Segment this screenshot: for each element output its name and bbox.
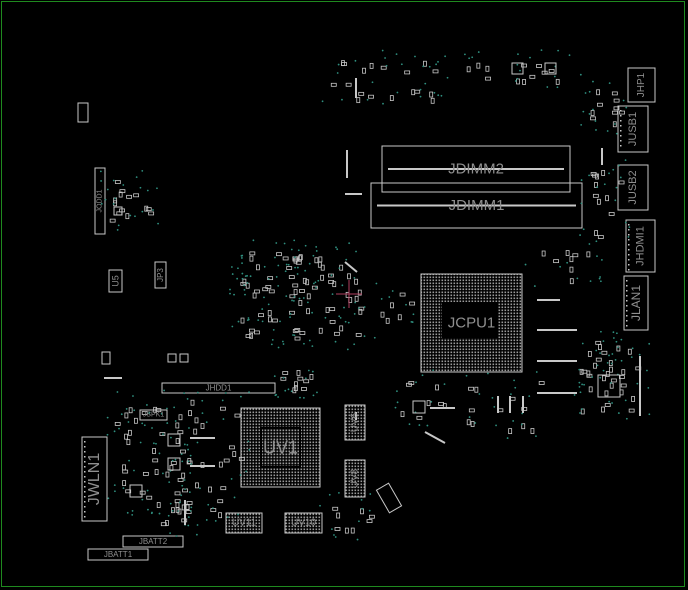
- passive-cluster: [321, 49, 449, 105]
- ic-package[interactable]: [101, 351, 111, 365]
- passive-cluster: [99, 169, 159, 231]
- passive-cluster: [273, 369, 318, 399]
- ic-package[interactable]: [544, 62, 557, 75]
- component-jbatt2[interactable]: [122, 535, 184, 548]
- ic-package[interactable]: [167, 457, 181, 471]
- component-label-jhp1: JHP1: [636, 72, 647, 97]
- component-jodd1[interactable]: [94, 167, 106, 235]
- ic-package[interactable]: [597, 374, 621, 398]
- component-label-uv10: UV10: [291, 518, 316, 529]
- ic-package[interactable]: [412, 400, 426, 414]
- passive-cluster: [524, 240, 603, 287]
- passive-cluster: [394, 369, 545, 439]
- passive-cluster: [141, 489, 199, 537]
- ic-package[interactable]: [77, 102, 89, 123]
- component-u5[interactable]: [108, 269, 123, 293]
- component-label-jhdd1: JHDD1: [206, 384, 232, 393]
- component-label-jusb2: JUSB2: [627, 170, 639, 204]
- component-jbatt1[interactable]: [87, 548, 149, 561]
- ic-package[interactable]: [179, 353, 189, 363]
- component-uv11[interactable]: [225, 512, 263, 534]
- component-label-jhdmi1: JHDMI1: [635, 226, 647, 266]
- passive-cluster: [229, 239, 366, 351]
- component-rotated-connector[interactable]: [375, 482, 403, 514]
- component-label-jp3: JP3: [156, 268, 165, 282]
- component-label-uv11: UV11: [232, 518, 257, 529]
- component-jdimm1[interactable]: [370, 182, 583, 229]
- component-label-jbatt2: JBATT2: [139, 537, 168, 546]
- passive-cluster: [573, 330, 651, 420]
- ic-package[interactable]: [113, 206, 123, 216]
- component-uv6[interactable]: [344, 404, 366, 441]
- passive-cluster: [106, 389, 204, 517]
- trace-part: [424, 431, 446, 444]
- passive-cluster: [580, 80, 628, 135]
- component-jlan1[interactable]: [623, 275, 649, 331]
- component-label-jcpu1: JCPU1: [448, 315, 496, 332]
- component-jp3[interactable]: [154, 261, 167, 289]
- component-jdimm2[interactable]: [381, 145, 571, 193]
- passive-cluster: [169, 391, 251, 526]
- passive-cluster: [464, 49, 582, 89]
- ic-package[interactable]: [167, 353, 177, 363]
- component-label-jlan1: JLAN1: [629, 285, 643, 321]
- ic-package[interactable]: [167, 433, 181, 447]
- component-uv10[interactable]: [284, 512, 323, 534]
- component-jcpu1[interactable]: [420, 273, 523, 373]
- component-label-jwln1: JWLN1: [86, 453, 103, 506]
- component-label-jdimm1: JDIMM1: [449, 197, 505, 214]
- passive-cluster: [579, 159, 631, 245]
- component-label-jspk1: JSPK1: [143, 412, 165, 419]
- component-label-jodd1: JODD1: [97, 189, 104, 212]
- component-jhdmi1[interactable]: [625, 219, 656, 273]
- component-label-jusb1: JUSB1: [627, 112, 639, 146]
- component-label-uv6: UV6: [350, 412, 361, 432]
- passive-cluster: [373, 282, 416, 339]
- component-label-uv1: UV1: [263, 438, 298, 458]
- passive-cluster: [319, 492, 375, 541]
- trace-part: [344, 261, 358, 273]
- component-uv1[interactable]: [240, 407, 321, 488]
- ic-package[interactable]: [511, 62, 524, 75]
- component-jusb2[interactable]: [617, 164, 649, 211]
- ic-package[interactable]: [129, 484, 143, 498]
- component-label-u5: U5: [111, 275, 121, 287]
- component-label-jbatt1: JBATT1: [104, 550, 133, 559]
- component-jwln1[interactable]: [81, 436, 108, 522]
- component-label-uv8: UV8: [350, 468, 361, 488]
- component-uv8[interactable]: [344, 459, 366, 498]
- component-jhp1[interactable]: [627, 67, 656, 103]
- component-jhdd1[interactable]: [161, 382, 276, 394]
- component-label-jdimm2: JDIMM2: [448, 161, 504, 178]
